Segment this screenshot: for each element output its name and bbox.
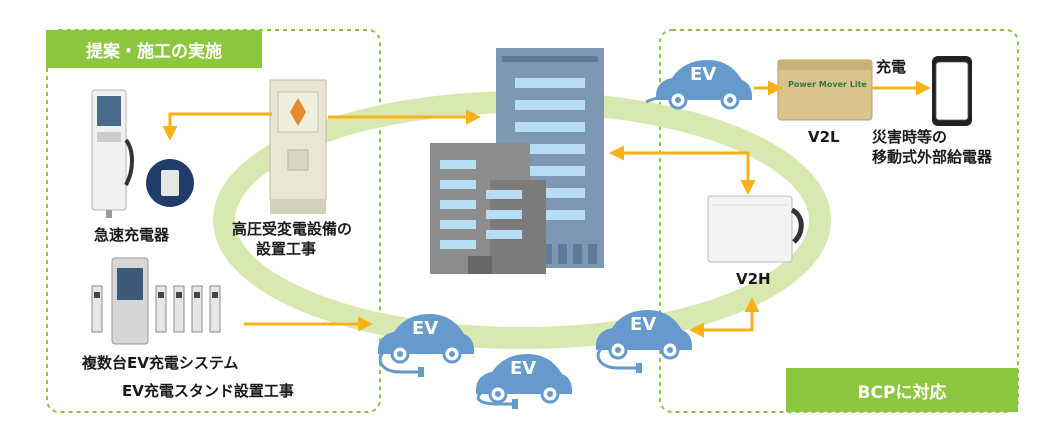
- ev-car-bottom-center: [474, 352, 574, 409]
- smartphone-image: [932, 56, 972, 126]
- substation-label-line2: 設置工事: [256, 240, 317, 258]
- left-panel-tag: 提案・施工の実施: [46, 30, 262, 68]
- ev-label-bottom-left: EV: [412, 318, 439, 339]
- device-brand-text: Power Mover Lite: [788, 80, 867, 89]
- substation-cabinet-image: [269, 79, 327, 214]
- ev-car-bottom-right: [594, 308, 694, 373]
- stand-work-label: EV充電スタンド設置工事: [122, 382, 294, 400]
- disaster-label-line1: 災害時等の: [872, 128, 948, 146]
- right-panel-tag: BCPに対応: [786, 368, 1018, 412]
- quick-charger-image: [91, 89, 194, 218]
- multi-charger-label: 複数台EV充電システム: [82, 354, 239, 372]
- multi-charger-image: [91, 257, 221, 345]
- ev-car-bottom-left: [376, 312, 476, 377]
- v2h-label: V2H: [736, 270, 771, 288]
- right-panel-border: [659, 29, 1019, 413]
- building-icon: [430, 48, 604, 274]
- ev-label-top: EV: [690, 64, 717, 85]
- v2l-label: V2L: [808, 128, 840, 146]
- disaster-label-line2: 移動式外部給電器: [872, 148, 993, 166]
- ev-label-bottom-right: EV: [630, 314, 657, 335]
- v2h-unit-image: [707, 195, 804, 263]
- quick-charger-label: 急速充電器: [94, 226, 170, 244]
- ev-car-top: [645, 58, 754, 110]
- v2l-device-image: [777, 59, 873, 121]
- charge-label: 充電: [876, 58, 907, 76]
- flow-arrows: [162, 80, 931, 338]
- ev-label-bottom-center: EV: [510, 358, 537, 379]
- substation-label-line1: 高圧受変電設備の: [232, 220, 353, 238]
